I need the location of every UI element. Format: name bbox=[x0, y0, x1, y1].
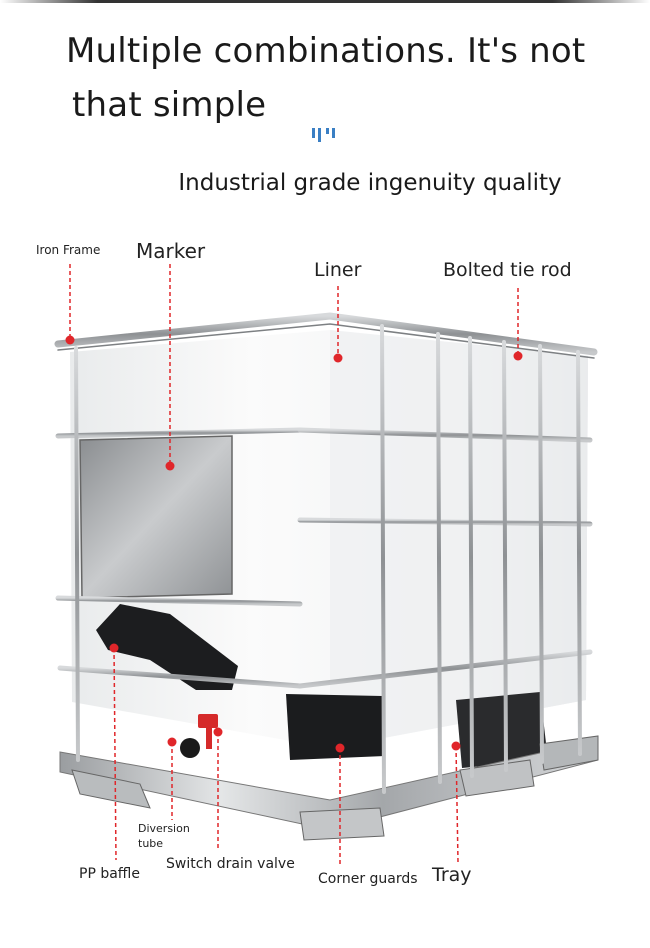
marker-plate bbox=[79, 435, 233, 599]
label-pp-baffle: PP baffle bbox=[79, 866, 140, 882]
label-switch-drain-valve: Switch drain valve bbox=[166, 856, 295, 872]
label-bolted-tie-rod: Bolted tie rod bbox=[443, 259, 572, 281]
subtitle: Industrial grade ingenuity quality bbox=[178, 170, 562, 196]
iron-frame bbox=[54, 312, 598, 798]
corner-guards-dot bbox=[335, 743, 345, 753]
corner-guard-block bbox=[286, 692, 548, 768]
pp-baffle-dot bbox=[109, 643, 119, 653]
callout-lines bbox=[69, 264, 519, 866]
liner-dot bbox=[333, 353, 343, 363]
drain-valve bbox=[180, 714, 218, 758]
label-corner-guards: Corner guards bbox=[318, 871, 418, 887]
switch-drain-valve-dot bbox=[213, 727, 223, 737]
label-marker: Marker bbox=[136, 239, 206, 263]
label-diversion-tube-line-1: Diversion bbox=[138, 822, 190, 835]
headline: Multiple combinations. It's not that sim… bbox=[66, 24, 626, 132]
top-rule bbox=[0, 0, 650, 3]
tray-dot bbox=[451, 741, 461, 751]
label-tray: Tray bbox=[432, 864, 472, 886]
label-liner: Liner bbox=[314, 259, 362, 281]
tray-pallet bbox=[59, 735, 599, 841]
decorative-mark-icon bbox=[312, 128, 340, 142]
pp-baffle bbox=[96, 604, 238, 690]
callout-dots bbox=[65, 335, 523, 753]
label-diversion-tube-line-2: tube bbox=[138, 837, 164, 850]
iron-frame-dot bbox=[65, 335, 75, 345]
bolted-tie-rod-dot bbox=[513, 351, 523, 361]
headline-line-2: that simple bbox=[72, 85, 267, 125]
label-iron-frame: Iron Frame bbox=[36, 243, 101, 257]
marker-dot bbox=[165, 461, 175, 471]
label-diversion-tube: Diversion tube bbox=[138, 821, 190, 851]
diversion-tube-dot bbox=[167, 737, 177, 747]
headline-line-1: Multiple combinations. It's not bbox=[66, 31, 586, 71]
